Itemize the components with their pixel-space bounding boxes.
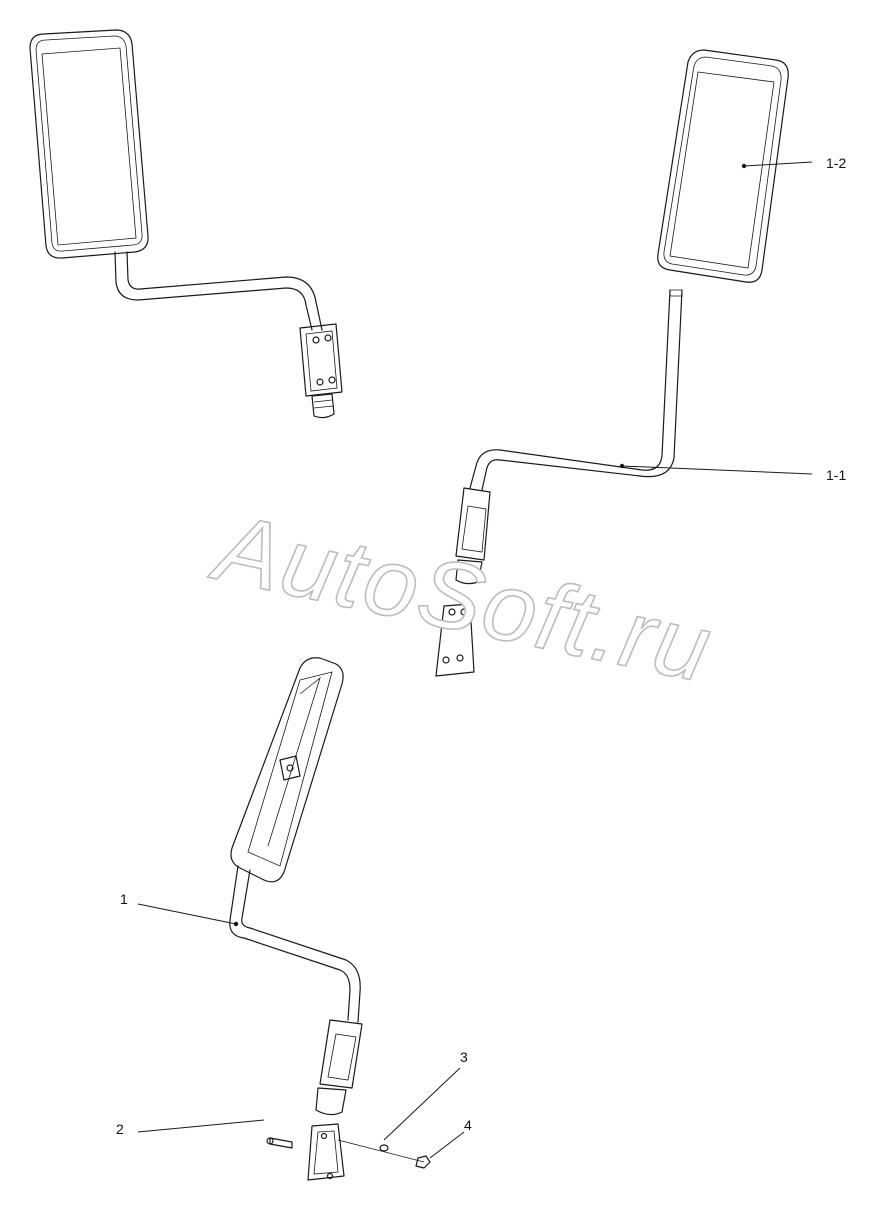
mirror-arm-left — [114, 251, 323, 331]
callout-1-1: 1-1 — [826, 467, 846, 483]
sleeve-bottom — [315, 1019, 363, 1116]
callout-1-2: 1-2 — [826, 155, 846, 171]
mirror-assembly-top-left — [29, 29, 343, 419]
mirror-arm-right — [469, 289, 683, 491]
pin-part-2 — [266, 1137, 293, 1149]
callout-2: 2 — [116, 1121, 124, 1137]
mirror-assembly-top-right — [435, 49, 789, 677]
callout-3: 3 — [460, 1049, 468, 1065]
callout-4: 4 — [464, 1117, 472, 1133]
watermark-text: AutoSoft.ru — [203, 493, 721, 703]
bracket-bottom — [307, 1123, 345, 1181]
leader-lines — [137, 161, 813, 1159]
mirror-arm-bottom — [229, 865, 361, 1023]
sleeve-right — [455, 487, 491, 585]
washer-part-3 — [379, 1144, 389, 1152]
bracket-plate-right — [435, 603, 475, 677]
mirror-head-bottom — [230, 657, 344, 883]
callout-1: 1 — [120, 891, 128, 907]
assembly-axis-line — [337, 1139, 425, 1163]
mirror-assembly-bottom — [229, 657, 431, 1181]
mount-bracket-left — [299, 323, 343, 419]
mirror-head-right — [657, 49, 789, 283]
mirror-head-left — [29, 29, 149, 259]
nut-part-4 — [415, 1155, 431, 1169]
